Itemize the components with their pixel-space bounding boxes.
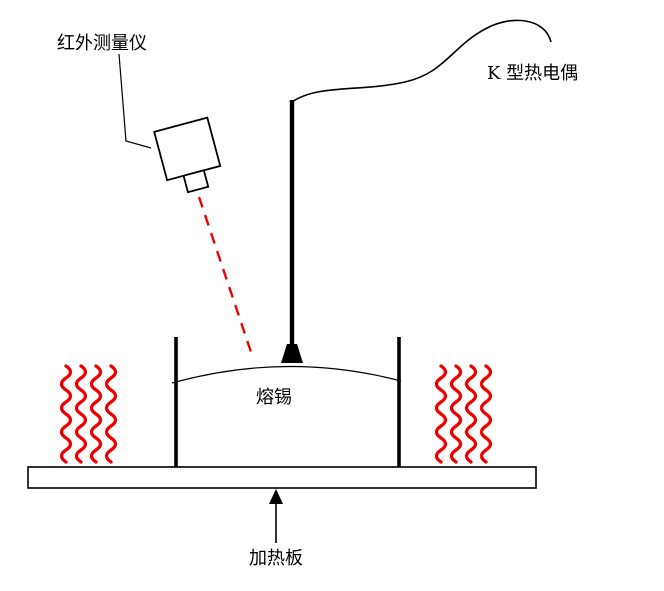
heat-wave [59, 364, 73, 464]
molten-tin-dome [171, 365, 402, 384]
thermocouple-wire [291, 19, 552, 103]
heat-waves-right [434, 364, 493, 464]
label-thermocouple: K 型热电偶 [487, 63, 578, 84]
heat-wave [464, 364, 478, 464]
heat-wave [449, 364, 463, 464]
arrow-head-up [269, 489, 283, 504]
heating-plate-arrow [269, 489, 283, 543]
label-molten-tin: 熔锡 [256, 387, 292, 408]
infrared-meter-device [153, 116, 222, 194]
label-infrared-meter: 红外测量仪 [57, 33, 147, 54]
infrared-meter-body [153, 116, 222, 182]
heat-wave [434, 364, 448, 464]
infrared-beam-dashed-line [197, 196, 253, 353]
heat-wave [89, 364, 103, 464]
heating-plate [27, 466, 537, 489]
infrared-meter-lens [182, 169, 210, 194]
heat-wave [479, 364, 493, 464]
heat-waves-left [59, 364, 118, 464]
thermocouple-tip [281, 344, 303, 363]
heat-wave [104, 364, 118, 464]
heat-wave [74, 364, 88, 464]
label-heating-plate: 加热板 [249, 548, 303, 569]
leader-line-infrared [118, 53, 152, 149]
